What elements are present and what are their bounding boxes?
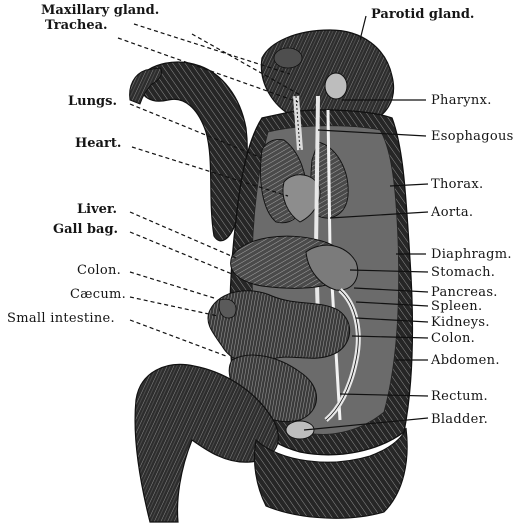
label-diaphragm: Diaphragm. [430, 248, 513, 261]
label-kidneys: Kidneys. [430, 316, 491, 329]
label-abdomen: Abdomen. [430, 354, 501, 367]
label-thorax: Thorax. [430, 178, 484, 191]
label-pancreas: Pancreas. [430, 286, 499, 299]
label-stomach: Stomach. [430, 266, 496, 279]
label-bladder: Bladder. [430, 413, 489, 426]
label-maxillary-gland: Maxillary gland. [40, 4, 160, 17]
label-small-intestine: Small intestine. [6, 312, 116, 325]
label-heart: Heart. [74, 137, 122, 150]
label-spleen: Spleen. [430, 300, 483, 313]
label-trachea: Trachea. [44, 19, 109, 32]
label-colon-right: Colon. [430, 332, 476, 345]
label-pharynx: Pharynx. [430, 94, 493, 107]
label-rectum: Rectum. [430, 390, 489, 403]
label-colon-left: Colon. [76, 264, 122, 277]
label-aorta: Aorta. [430, 206, 474, 219]
label-gall-bag: Gall bag. [52, 223, 119, 236]
label-esophagous: Esophagous [430, 130, 515, 143]
label-parotid-gland: Parotid gland. [370, 8, 475, 21]
label-caecum: Cæcum. [69, 288, 127, 301]
label-lungs: Lungs. [67, 95, 118, 108]
label-liver: Liver. [76, 203, 118, 216]
